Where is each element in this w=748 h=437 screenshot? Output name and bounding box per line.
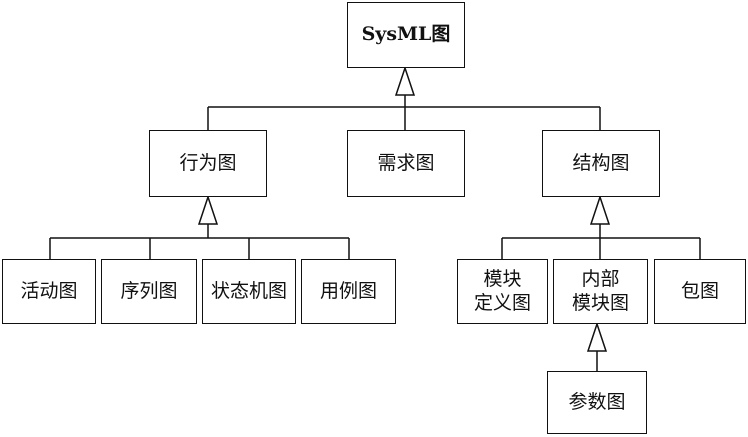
node-state-machine-diagram-label: 状态机图 [210, 279, 287, 302]
node-requirement-diagram-label: 需求图 [377, 151, 435, 174]
node-state-machine-diagram: 状态机图 [202, 259, 296, 324]
node-block-definition-diagram: 模块 定义图 [457, 259, 548, 324]
node-structure-diagram: 结构图 [542, 130, 660, 197]
node-sequence-diagram-label: 序列图 [120, 279, 178, 302]
generalization-arrow-internal-block [586, 321, 608, 352]
node-block-definition-line2: 定义图 [473, 291, 531, 314]
node-internal-block-diagram: 内部 模块图 [553, 259, 648, 324]
generalization-arrow-behavior [197, 194, 219, 225]
node-use-case-diagram: 用例图 [301, 259, 396, 324]
node-sequence-diagram: 序列图 [101, 259, 197, 324]
node-activity-diagram-label: 活动图 [20, 279, 78, 302]
node-use-case-diagram-label: 用例图 [319, 279, 377, 302]
node-parametric-diagram-label: 参数图 [568, 390, 626, 413]
node-block-definition-line1: 模块 [483, 267, 522, 290]
generalization-arrow-structure [589, 194, 611, 225]
node-package-diagram: 包图 [654, 259, 746, 324]
node-internal-block-line1: 内部 [581, 267, 620, 290]
node-structure-diagram-label: 结构图 [572, 151, 630, 174]
node-activity-diagram: 活动图 [2, 259, 96, 324]
node-behavior-diagram-label: 行为图 [179, 151, 237, 174]
node-requirement-diagram: 需求图 [347, 130, 465, 197]
node-sysml-diagram-label: SysML图 [361, 23, 451, 46]
node-sysml-diagram: SysML图 [347, 2, 465, 68]
node-behavior-diagram: 行为图 [149, 130, 267, 197]
node-package-diagram-label: 包图 [680, 279, 719, 302]
node-internal-block-line2: 模块图 [571, 291, 629, 314]
generalization-arrow-root [394, 65, 416, 96]
node-parametric-diagram: 参数图 [547, 371, 647, 434]
